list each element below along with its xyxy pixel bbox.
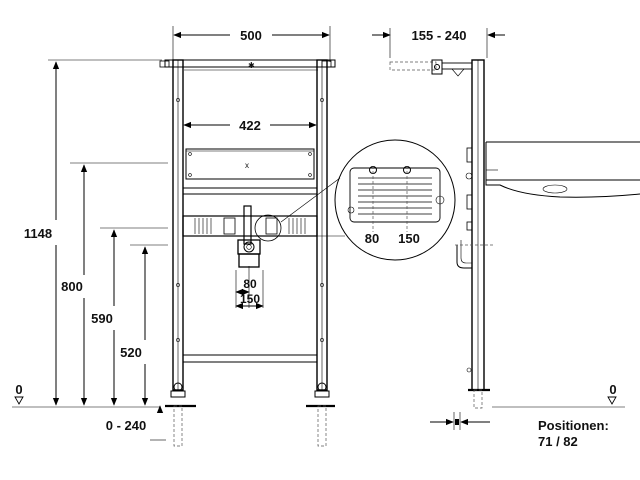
left-foot: [165, 382, 196, 447]
dim-800: 800: [61, 279, 83, 294]
dim-bottom-80: 80: [243, 277, 257, 291]
front-view: ✱ x: [159, 26, 336, 447]
svg-text:x: x: [245, 161, 249, 170]
dim-foot-adjust: 0 - 240: [106, 418, 146, 433]
dim-520: 520: [120, 345, 142, 360]
dim-1148: 1148: [24, 226, 52, 241]
side-view: [372, 28, 640, 430]
pipe-dimensions: [235, 266, 264, 310]
floor-label-left: 0: [15, 382, 22, 397]
detail-view: [280, 139, 456, 261]
positions-label: Positionen:: [538, 418, 609, 433]
detail-label-80: 80: [365, 231, 379, 246]
positions-value: 71 / 82: [538, 434, 578, 449]
detail-label-150: 150: [398, 231, 420, 246]
dim-422: 422: [239, 118, 261, 133]
dim-side-depth: 155 - 240: [412, 28, 467, 43]
dim-500: 500: [240, 28, 262, 43]
dim-bottom-150: 150: [240, 292, 260, 306]
dim-590: 590: [91, 311, 113, 326]
svg-text:✱: ✱: [248, 61, 255, 70]
right-foot: [306, 382, 335, 447]
floor-label-right: 0: [609, 382, 616, 397]
height-dimensions: [12, 59, 168, 441]
